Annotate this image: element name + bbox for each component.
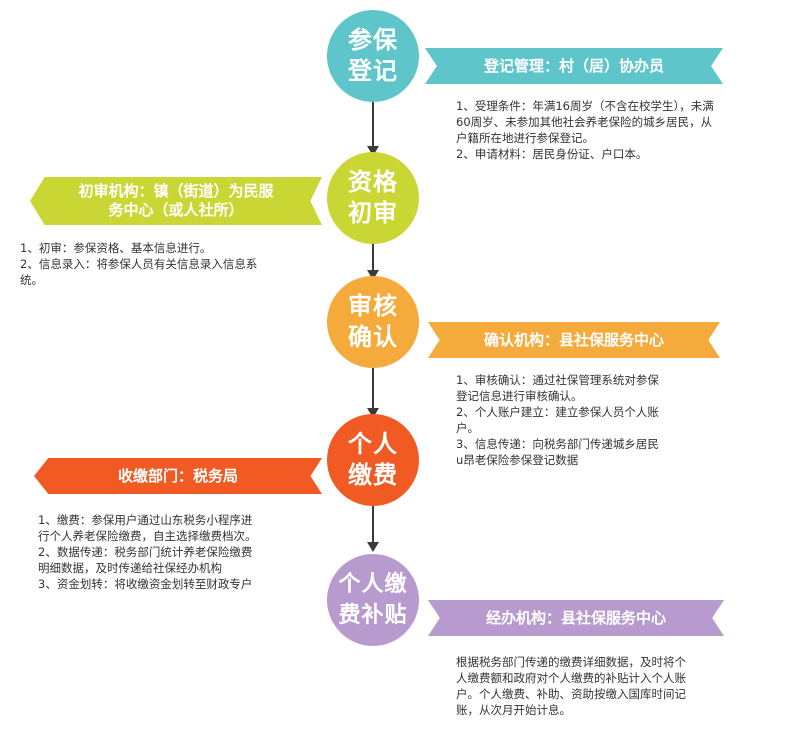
step-circle-subsidy: 个人缴 费补贴 bbox=[327, 554, 419, 646]
connector-line-3 bbox=[372, 366, 374, 408]
arrow-down-icon bbox=[367, 542, 379, 552]
step-notes-confirmation: 1、审核确认：通过社保管理系统对参保 登记信息进行审核确认。 2、个人账户建立：… bbox=[456, 373, 659, 467]
arrow-down-icon bbox=[367, 270, 379, 280]
step-banner-confirmation: 确认机构：县社保服务中心 bbox=[428, 322, 720, 358]
connector-line-4 bbox=[372, 506, 374, 542]
step-circle-registration: 参保 登记 bbox=[327, 10, 419, 102]
step-notes-registration: 1、受理条件：年满16周岁（不含在校学生），未满 60周岁、未参加其他社会养老保… bbox=[456, 99, 714, 161]
step-notes-subsidy: 根据税务部门传递的缴费详细数据，及时将个 人缴费额和政府对个人缴费的补贴计入个人… bbox=[456, 655, 686, 717]
connector-line-1 bbox=[372, 102, 374, 146]
step-circle-payment: 个人 缴费 bbox=[327, 414, 419, 506]
step-circle-preliminary-review: 资格 初审 bbox=[327, 152, 419, 244]
step-banner-preliminary-review: 初审机构：镇（街道）为民服 务中心（或人社所） bbox=[30, 177, 322, 225]
step-notes-preliminary-review: 1、初审：参保资格、基本信息进行。 2、信息录入：将参保人员有关信息录入信息系 … bbox=[20, 241, 258, 287]
connector-line-2 bbox=[372, 242, 374, 270]
arrow-down-icon bbox=[367, 408, 379, 418]
step-notes-payment: 1、缴费：参保用户通过山东税务小程序进 行个人养老保险缴费，自主选择缴费档次。 … bbox=[38, 513, 257, 591]
step-banner-registration: 登记管理：村（居）协办员 bbox=[425, 48, 723, 84]
step-circle-confirmation: 审核 确认 bbox=[327, 276, 419, 368]
step-banner-payment: 收缴部门：税务局 bbox=[34, 458, 322, 494]
step-banner-subsidy: 经办机构：县社保服务中心 bbox=[428, 600, 724, 636]
arrow-down-icon bbox=[367, 146, 379, 156]
